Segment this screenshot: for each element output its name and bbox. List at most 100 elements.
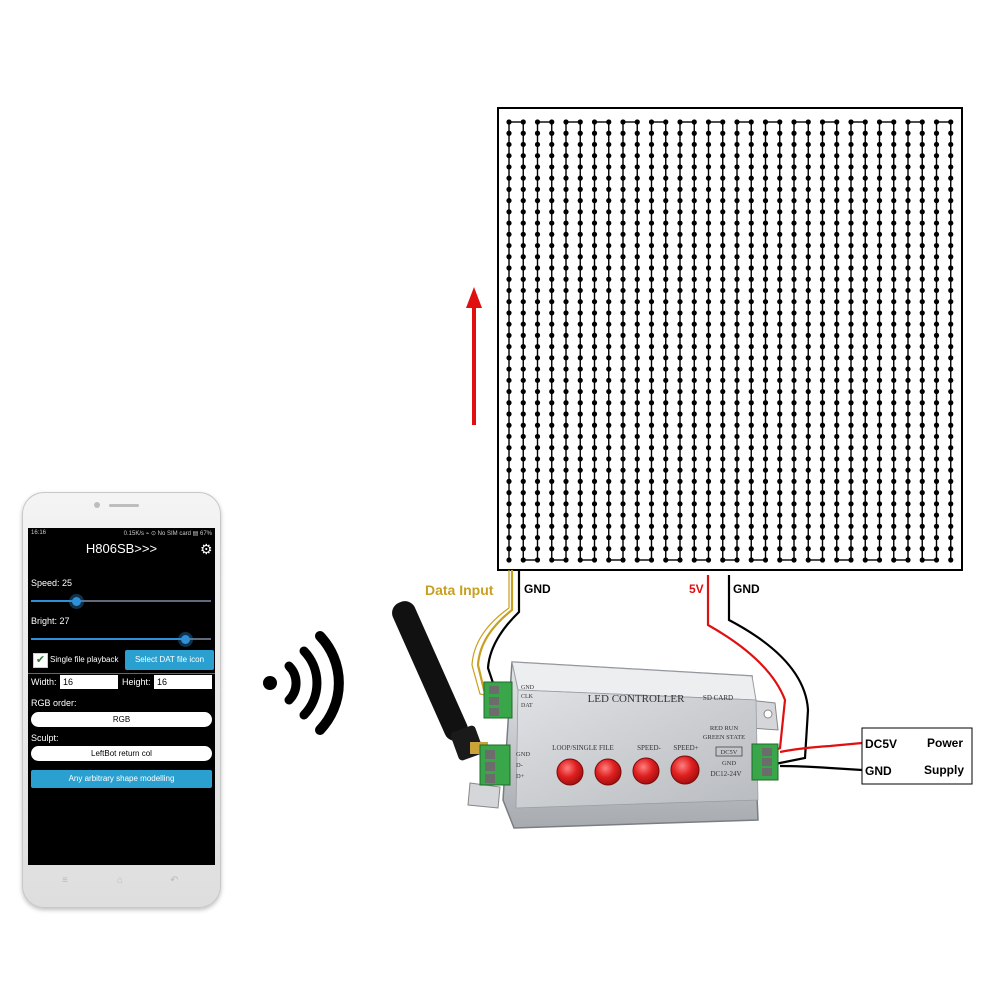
led-dot (777, 366, 783, 372)
led-dot (891, 310, 897, 316)
led-dot (834, 411, 840, 417)
bright-slider[interactable] (31, 634, 211, 644)
led-dot (720, 366, 726, 372)
led-dot (791, 388, 797, 395)
back-icon[interactable]: ↶ (170, 875, 179, 886)
led-dot (819, 344, 826, 350)
led-dot (762, 512, 769, 518)
led-dot (520, 512, 526, 518)
led-dot (862, 377, 868, 383)
led-dot (791, 445, 797, 451)
led-dot (777, 231, 783, 237)
led-dot (819, 287, 826, 294)
led-dot (791, 355, 797, 361)
data-wire-outline (471, 570, 510, 698)
led-dot (876, 388, 883, 395)
led-dot (591, 377, 598, 383)
speed-minus-button[interactable] (632, 757, 660, 785)
led-dot (891, 478, 897, 484)
controller-button-1[interactable] (556, 758, 584, 786)
led-dot (677, 220, 683, 226)
any-shape-modelling-button[interactable]: Any arbitrary shape modelling (31, 770, 212, 788)
led-dot (591, 299, 598, 305)
led-dot (520, 433, 526, 440)
controller-button-2[interactable] (594, 758, 622, 786)
led-dot (834, 254, 840, 260)
divider (28, 673, 215, 674)
led-dot (720, 164, 726, 170)
select-dat-file-button[interactable]: Select DAT file icon (125, 650, 214, 670)
led-dot (777, 523, 783, 529)
height-input[interactable]: 16 (154, 675, 212, 689)
led-dot (549, 276, 555, 282)
power-terminal-block (751, 743, 779, 781)
led-dot (819, 164, 826, 170)
led-dot (734, 355, 740, 361)
led-dot (948, 344, 954, 350)
led-dot (648, 501, 655, 507)
led-dot (848, 287, 854, 294)
led-dot (534, 456, 541, 462)
led-dot (762, 422, 769, 428)
led-dot (748, 456, 754, 462)
rgb-order-select[interactable]: RGB (31, 712, 212, 727)
led-dot (805, 366, 811, 372)
led-dot (577, 388, 583, 395)
led-dot (862, 220, 868, 226)
led-dot (891, 153, 897, 159)
speed-plus-button[interactable] (670, 755, 700, 785)
led-dot (819, 231, 826, 237)
led-dot (663, 422, 669, 428)
led-dot (848, 478, 854, 484)
speed-slider[interactable] (31, 596, 211, 606)
led-dot (734, 512, 740, 518)
led-dot (791, 231, 797, 237)
led-dot (577, 411, 583, 417)
led-dot (791, 490, 797, 496)
led-dot (563, 377, 569, 383)
led-dot (506, 198, 512, 204)
bright-slider-thumb[interactable] (181, 634, 191, 644)
led-dot (834, 433, 840, 440)
led-dot (734, 433, 740, 440)
led-dot (919, 478, 925, 484)
gear-icon[interactable]: ⚙ (200, 541, 213, 557)
led-dot (691, 523, 697, 529)
led-dot (819, 445, 826, 451)
led-dot (891, 433, 897, 440)
led-dot (834, 344, 840, 350)
single-file-checkbox[interactable]: ✔ (33, 653, 48, 668)
led-dot (677, 445, 683, 451)
led-dot (663, 411, 669, 417)
led-dot (905, 242, 911, 249)
led-dot (606, 209, 612, 215)
led-dot (919, 355, 925, 361)
led-dot (834, 332, 840, 338)
led-dot (734, 490, 740, 496)
home-icon[interactable]: ⌂ (117, 875, 124, 886)
led-dot (620, 153, 626, 159)
led-dot (563, 141, 569, 148)
menu-icon[interactable]: ≡ (62, 875, 68, 886)
speed-slider-thumb[interactable] (71, 596, 81, 606)
led-dot (563, 433, 569, 440)
led-dot (805, 130, 811, 136)
sculpt-select[interactable]: LeftBot return col (31, 746, 212, 761)
led-dot (549, 366, 555, 372)
led-dot (919, 344, 925, 350)
led-dot (862, 141, 868, 148)
led-dot (634, 119, 640, 125)
led-dot (777, 377, 783, 383)
led-dot (563, 254, 569, 260)
led-dot (620, 287, 626, 294)
led-dot (534, 220, 541, 226)
led-dot (648, 433, 655, 440)
led-dot (520, 119, 526, 125)
led-dot (691, 141, 697, 148)
led-dot (620, 422, 626, 428)
led-dot (734, 456, 740, 462)
led-dot (734, 198, 740, 204)
led-dot (606, 254, 612, 260)
width-input[interactable]: 16 (60, 675, 118, 689)
led-dot (534, 186, 541, 192)
